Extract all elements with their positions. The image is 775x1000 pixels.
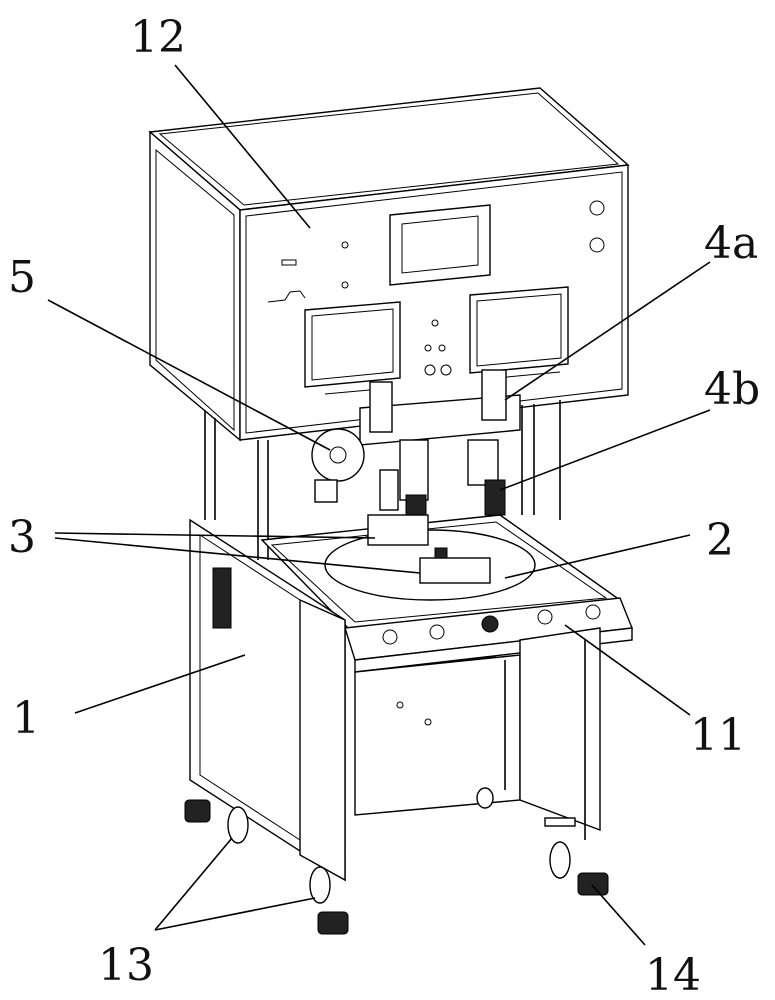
label-3: 3: [8, 512, 36, 563]
label-11: 11: [690, 710, 746, 761]
label-4a: 4a: [704, 218, 758, 269]
label-5: 5: [8, 252, 36, 303]
label-14: 14: [645, 950, 701, 1000]
label-1: 1: [12, 693, 40, 744]
label-2: 2: [706, 515, 734, 566]
label-13: 13: [98, 940, 154, 991]
label-12: 12: [130, 12, 186, 63]
label-4b: 4b: [704, 364, 760, 415]
